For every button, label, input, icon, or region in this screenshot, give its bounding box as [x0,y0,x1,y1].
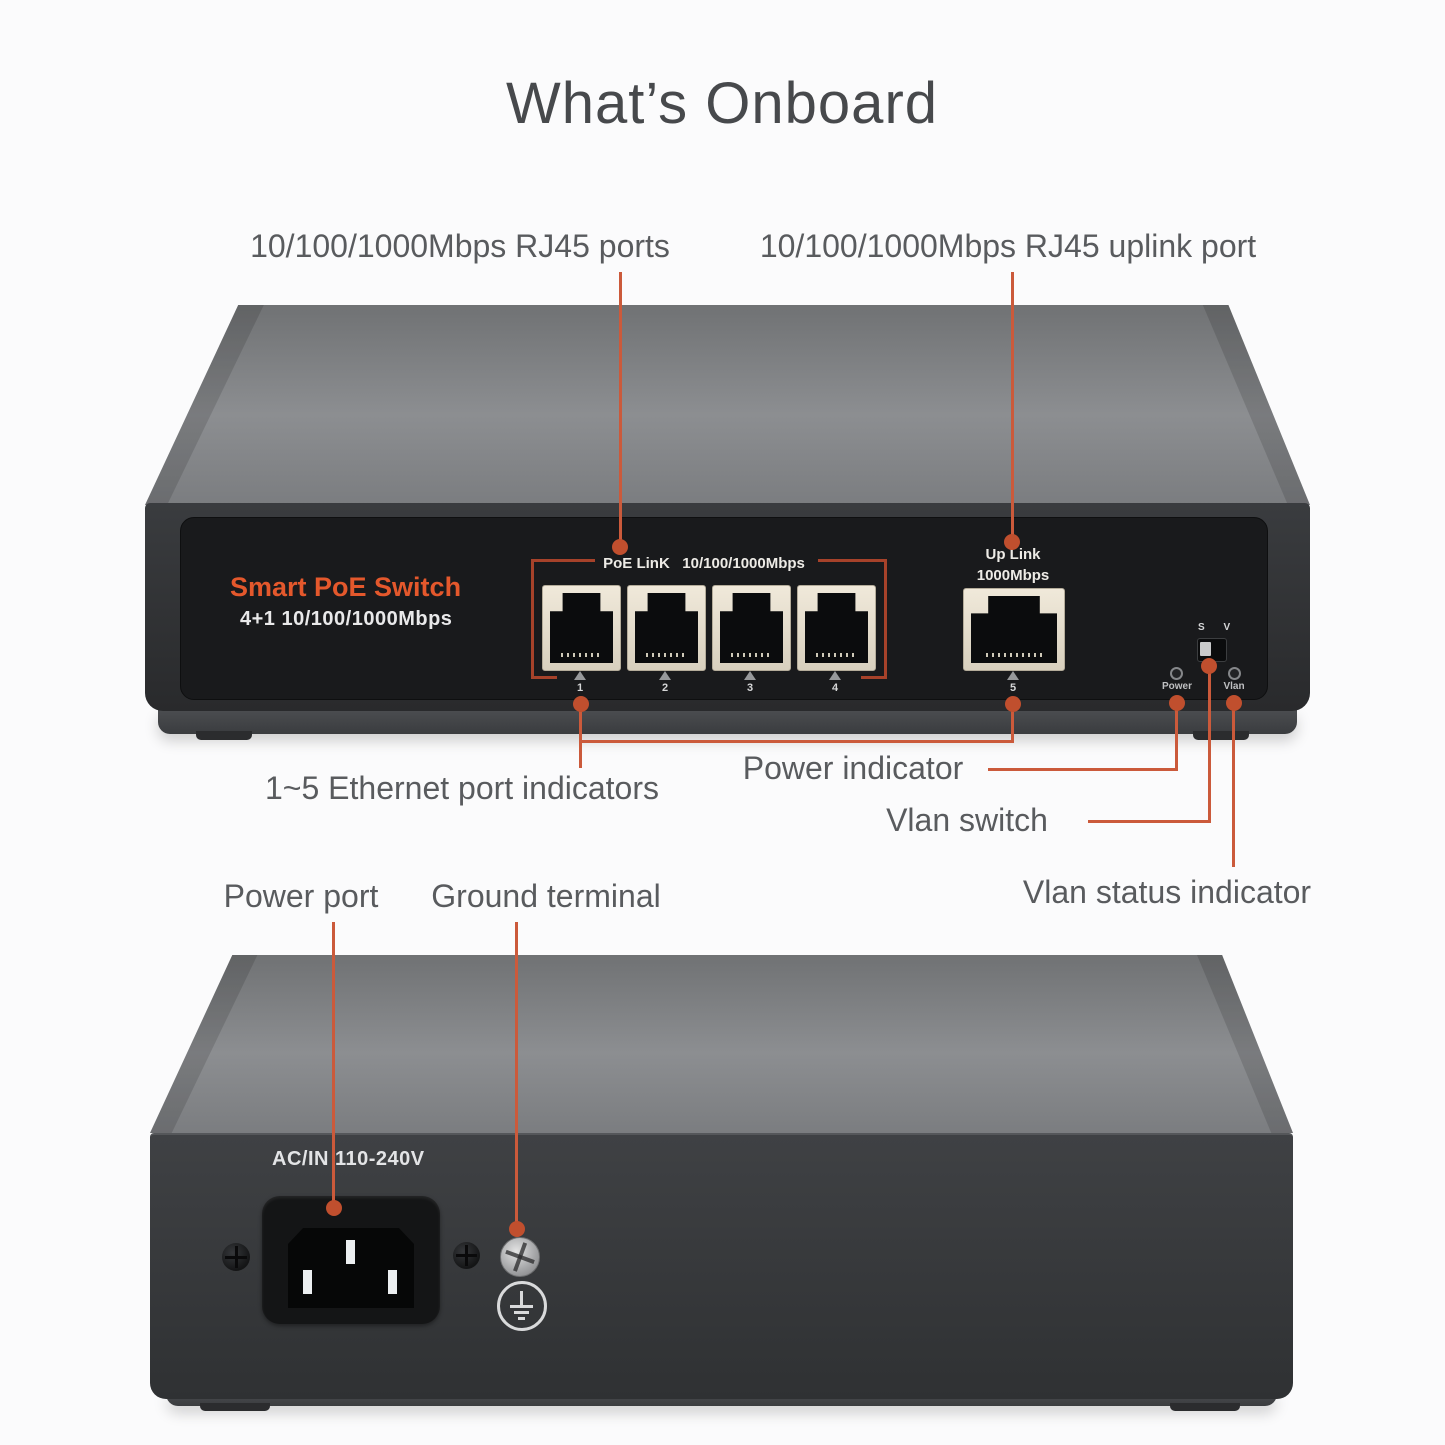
uplink-label-line1: Up Link [985,546,1041,563]
poe-group-label-name: PoE LinK [603,555,670,572]
ground-screw-icon[interactable] [500,1237,540,1277]
leader-eth-indicators-left [579,704,582,768]
port-indicator-triangle-icon [1007,671,1019,680]
power-inlet-pin-right [388,1270,397,1294]
power-inlet-pin-left [303,1270,312,1294]
leader-power-port [332,922,335,1208]
screw-icon [222,1243,250,1271]
model-spec-text: 4+1 10/100/1000Mbps [240,608,453,630]
brand-text: Smart PoE Switch [230,572,462,602]
label-eth-indicators: 1~5 Ethernet port indicators [264,770,660,806]
rj45-port-4 [797,585,876,671]
leader-vlan-switch-vertical [1208,667,1211,823]
ac-input-label: AC/IN 110-240V [272,1148,425,1170]
rj45-uplink-port [963,588,1065,671]
label-rj45-ports: 10/100/1000Mbps RJ45 ports [250,228,670,264]
port-number-5: 5 [1009,682,1017,694]
uplink-label-line2: 1000Mbps [976,567,1050,584]
rj45-jack-icon [635,593,698,663]
rj45-jack-icon [720,593,783,663]
poe-group-label: PoE LinK 10/100/1000Mbps [603,555,805,572]
rear-view-foot-left [200,1403,270,1411]
label-rj45-uplink-port: 10/100/1000Mbps RJ45 uplink port [759,228,1257,264]
front-view-base [158,710,1297,734]
port-number-4: 4 [831,682,839,694]
power-led-label: Power [1161,681,1193,692]
leader-ground-terminal [515,922,518,1229]
port-number-1: 1 [576,682,584,694]
rear-view-foot-right [1170,1403,1240,1411]
rj45-jack-icon [805,593,868,663]
ground-symbol-icon [497,1281,547,1331]
power-led-icon [1170,667,1183,680]
poe-group-label-speed: 10/100/1000Mbps [682,555,805,572]
port-bracket-foot-right [861,676,887,679]
port-indicator-triangle-icon [829,671,841,680]
leader-dot [1226,695,1242,711]
leader-dot [1005,696,1021,712]
port-number-3: 3 [746,682,754,694]
port-indicator-triangle-icon [659,671,671,680]
uplink-label: Up Link 1000Mbps [977,544,1050,586]
leader-power-indicator-horizontal [988,768,1178,771]
page-title: What’s Onboard [505,71,939,136]
screw-icon [453,1242,480,1269]
leader-dot [1201,658,1217,674]
front-view-foot-left [196,731,252,740]
rj45-port-2 [627,585,706,671]
label-vlan-status: Vlan status indicator [1022,874,1312,910]
leader-dot [612,539,628,555]
rj45-jack-icon [971,596,1057,663]
port-indicator-triangle-icon [744,671,756,680]
power-inlet-pin-top [346,1240,355,1264]
front-view-top-surface [145,305,1310,505]
port-bracket-left [531,559,534,679]
port-bracket-top-left [531,559,595,562]
leader-vlan-switch-horizontal [1088,820,1211,823]
leader-uplink-port [1011,272,1014,540]
leader-vlan-status-vertical [1232,704,1235,867]
leader-dot [1004,534,1020,550]
label-power-port: Power port [223,878,379,914]
label-vlan-switch: Vlan switch [886,802,1048,838]
port-indicator-triangle-icon [574,671,586,680]
switch-knob [1200,642,1211,656]
leader-dot [509,1221,525,1237]
rj45-port-3 [712,585,791,671]
vlan-led-icon [1228,667,1241,680]
rj45-port-1 [542,585,621,671]
leader-power-indicator-vertical [1175,704,1178,771]
switch-sv-label: S V [1198,622,1239,633]
leader-dot [326,1200,342,1216]
rj45-jack-icon [550,593,613,663]
leader-eth-indicators-right [1011,704,1014,743]
front-view-foot-right [1193,731,1249,740]
port-bracket-foot-left [531,676,557,679]
port-bracket-top-right [818,559,887,562]
vlan-led-label: Vlan [1223,681,1245,692]
port-bracket-right [884,559,887,679]
leader-eth-indicators-horizontal [579,740,1013,743]
leader-dot [1169,695,1185,711]
port-number-2: 2 [661,682,669,694]
leader-rj45-ports [619,272,622,545]
leader-dot [573,696,589,712]
rear-view-top-surface [150,955,1293,1133]
label-ground-terminal: Ground terminal [431,878,661,914]
label-power-indicator: Power indicator [742,750,964,786]
